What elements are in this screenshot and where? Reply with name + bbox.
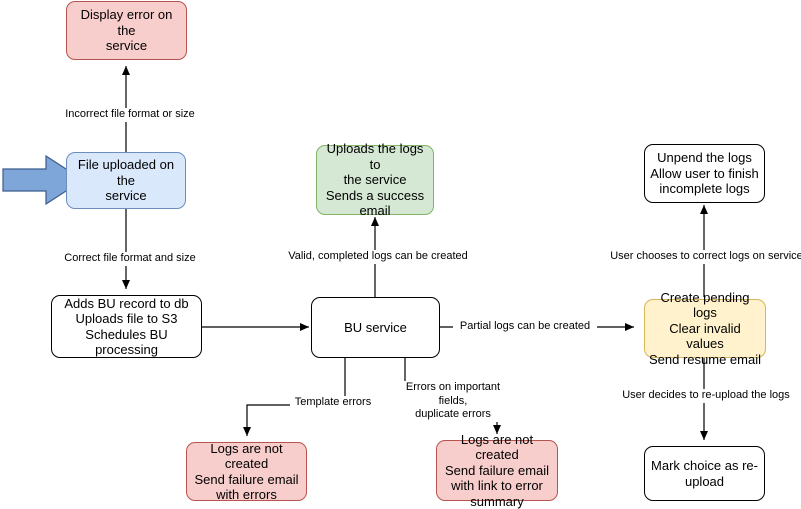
node-mark-choice[interactable]: Mark choice as re- upload — [644, 446, 765, 501]
node-display-error[interactable]: Display error on the service — [66, 1, 187, 60]
edge-label-correct-format: Correct file format and size — [58, 252, 202, 266]
node-create-pending-logs[interactable]: Create pending logs Clear invalid values… — [644, 290, 766, 367]
node-file-uploaded[interactable]: File uploaded on the service — [66, 152, 186, 209]
node-unpend-logs[interactable]: Unpend the logs Allow user to finish inc… — [644, 144, 765, 203]
edge-label-valid-logs: Valid, completed logs can be created — [281, 250, 475, 264]
node-adds-bu-record[interactable]: Adds BU record to db Uploads file to S3 … — [51, 295, 202, 358]
edge-label-user-reuploads: User decides to re-upload the logs — [619, 389, 793, 403]
edge-label-important-errors: Errors on important fields, duplicate er… — [392, 381, 514, 422]
edge-label-template-errors: Template errors — [290, 396, 376, 410]
node-uploads-logs[interactable]: Uploads the logs to the service Sends a … — [316, 141, 434, 218]
node-logs-not-created-template[interactable]: Logs are not created Send failure email … — [186, 441, 307, 502]
node-bu-service[interactable]: BU service — [311, 297, 440, 358]
edge-label-incorrect-format: Incorrect file format or size — [58, 108, 202, 122]
edge-label-user-corrects: User chooses to correct logs on service — [608, 250, 801, 264]
edge-label-partial-logs: Partial logs can be created — [453, 320, 597, 334]
node-logs-not-created-summary[interactable]: Logs are not created Send failure email … — [436, 432, 558, 509]
